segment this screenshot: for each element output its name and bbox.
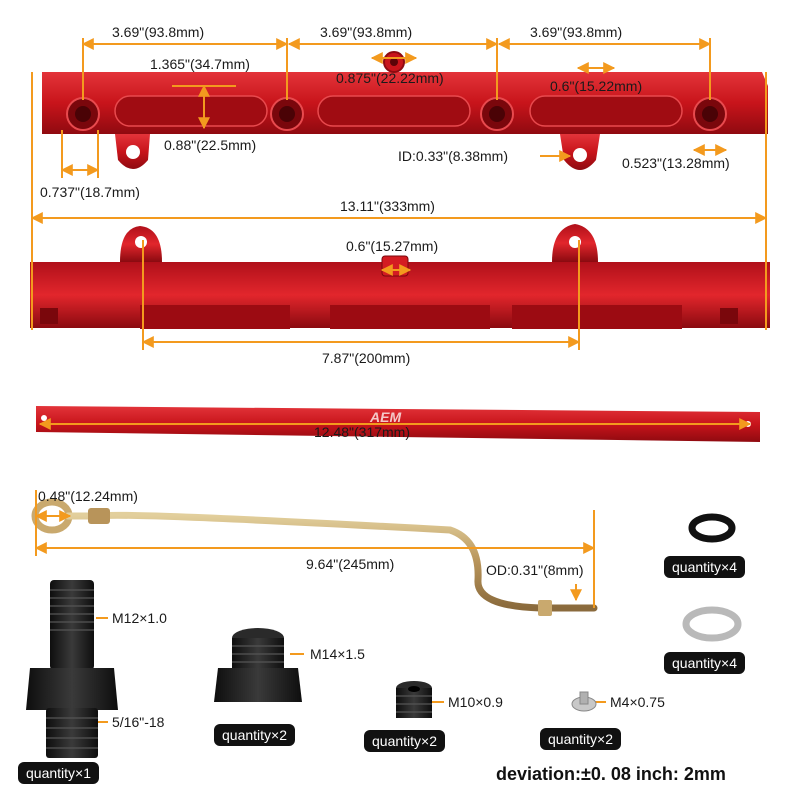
eye-id-label: 0.48"(12.24mm) <box>38 488 138 504</box>
washer-quantity-badge: quantity×4 <box>664 652 745 674</box>
feed-line-od-label: OD:0.31"(8mm) <box>486 562 584 578</box>
bar-length-label: 12.48"(317mm) <box>314 424 411 440</box>
plug-m14-thread-label: M14×1.5 <box>310 646 365 662</box>
dimension-lines <box>30 38 768 723</box>
side-port-width-label: 0.6"(15.27mm) <box>346 238 439 254</box>
screw-quantity-badge: quantity×2 <box>540 728 621 750</box>
deviation-note: deviation:±0. 08 inch: 2mm <box>496 764 726 784</box>
port-diameter-label: 0.523"(13.28mm) <box>622 155 730 171</box>
rail-spacing-label-3: 3.69"(93.8mm) <box>530 24 623 40</box>
o-ring <box>688 513 736 543</box>
adapter-fitting <box>26 580 118 758</box>
fuel-rail-top-view <box>42 51 768 170</box>
center-port-label: 0.875"(22.22mm) <box>336 70 444 86</box>
end-offset-label: 0.737"(18.7mm) <box>40 184 140 200</box>
port-height-label: 0.88"(22.5mm) <box>164 137 257 153</box>
rail-spacing-label-1: 3.69"(93.8mm) <box>112 24 205 40</box>
screw-thread-label: M4×0.75 <box>610 694 665 710</box>
plug-m14-quantity-badge: quantity×2 <box>214 724 295 746</box>
feed-line-length-label: 9.64"(245mm) <box>306 556 395 572</box>
overall-length-label: 13.11"(333mm) <box>340 198 435 214</box>
adapter-top-thread-label: M12×1.0 <box>112 610 167 626</box>
plug-m10-thread-label: M10×0.9 <box>448 694 503 710</box>
o-ring-quantity-badge: quantity×4 <box>664 556 745 578</box>
plug-m10 <box>396 681 432 718</box>
brand-logo: AEM <box>369 409 401 425</box>
adapter-quantity-badge: quantity×1 <box>18 762 99 784</box>
plug-m14 <box>214 628 302 702</box>
slot-length-label: 1.365"(34.7mm) <box>150 56 250 72</box>
plug-m10-quantity-badge: quantity×2 <box>364 730 445 752</box>
crush-washer <box>682 606 742 642</box>
rail-spacing-label-2: 3.69"(93.8mm) <box>320 24 413 40</box>
screw-m4 <box>571 691 597 712</box>
adapter-bottom-thread-label: 5/16"-18 <box>112 714 165 730</box>
mount-id-label: ID:0.33"(8.38mm) <box>398 148 509 164</box>
slot-width-label: 0.6"(15.22mm) <box>550 78 643 94</box>
mount-spacing-label: 7.87"(200mm) <box>322 350 411 366</box>
